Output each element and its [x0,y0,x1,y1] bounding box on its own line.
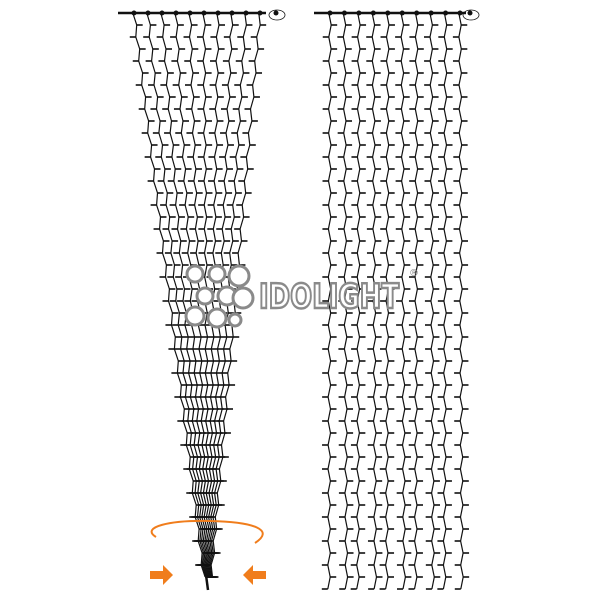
strand-connector [201,10,207,16]
strand-connector [457,10,463,16]
light-strand [356,12,361,590]
strand-connector [428,10,434,16]
light-strand [145,12,207,578]
strand-connector [173,10,179,16]
plug-icon [462,9,480,21]
light-strand [442,12,448,590]
brand-logo: IDOLIGHT ® [184,264,419,329]
light-strand [342,12,349,590]
strand-connector [341,10,347,16]
plug-head [467,10,473,16]
light-strand [371,12,378,590]
light-strand [400,12,407,590]
strand-connector [257,10,263,16]
strand-connector [385,10,391,16]
light-strand [327,12,332,590]
light-strand [413,12,419,590]
strand-connector [414,10,420,16]
registered-mark: ® [409,268,419,279]
strand-connector [187,10,193,16]
strand-connector [327,10,333,16]
rotate-arrow-icon [150,519,264,544]
strand-connector [229,10,235,16]
light-strand [429,12,435,590]
strand-tail [204,574,210,591]
plug-icon [268,9,286,21]
strand-connector [443,10,449,16]
light-strand [384,12,390,590]
logo-text: IDOLIGHT [259,277,400,317]
strand-connector [215,10,221,16]
strand-connector [356,10,362,16]
strand-connector [243,10,249,16]
strand-connector [145,10,151,16]
arrow-left-icon [243,565,266,585]
strand-connector [370,10,376,16]
light-strand [458,12,464,590]
plug-head [273,10,279,16]
arrow-right-icon [150,565,173,585]
strand-connector [131,10,137,16]
strand-connector [159,10,165,16]
strand-connector [399,10,405,16]
